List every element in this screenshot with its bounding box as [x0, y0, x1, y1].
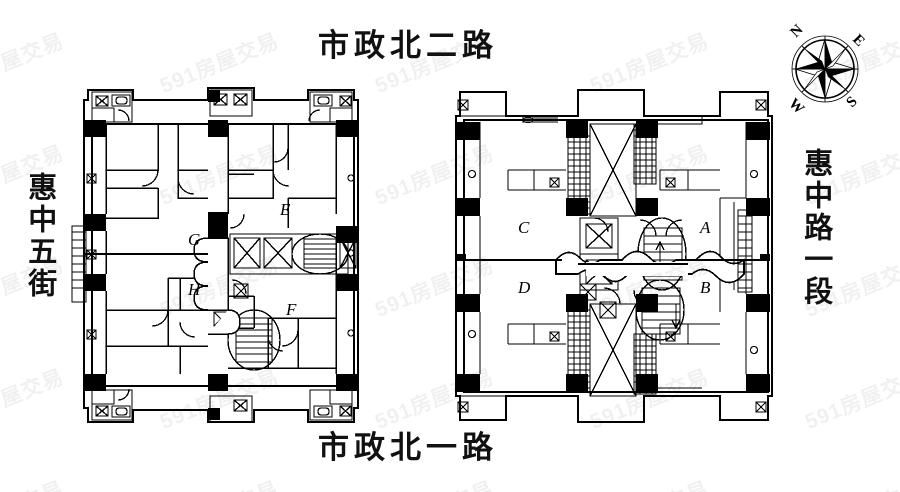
unit-label-B: B [700, 278, 711, 297]
road-label-right: 惠中路一段 [799, 148, 832, 308]
road-label-left: 惠中五街 [23, 172, 56, 300]
road-label-top: 市政北二路 [318, 28, 498, 63]
compass-rose: N E W S [772, 16, 878, 122]
east-tower-plan: C A D B [438, 78, 810, 434]
unit-label-F: F [286, 300, 297, 319]
unit-label-A: A [700, 218, 711, 237]
unit-label-D: D [518, 278, 531, 297]
unit-label-C: C [518, 218, 530, 237]
watermark-text: 591房屋交易 [0, 473, 68, 492]
unit-label-H: H [188, 280, 201, 299]
compass-east-label: E [849, 32, 867, 50]
unit-label-G: G [188, 230, 201, 249]
watermark-text: 591房屋交易 [370, 473, 498, 492]
unit-label-E: E [280, 200, 291, 219]
watermark-text: 591房屋交易 [585, 473, 713, 492]
watermark-text: 591房屋交易 [800, 473, 900, 492]
west-tower-plan: G E H F [58, 78, 388, 434]
compass-south-label: S [844, 94, 861, 111]
watermark-text: 591房屋交易 [155, 473, 283, 492]
watermark-text: 591房屋交易 [801, 365, 900, 434]
compass-west-label: W [785, 96, 807, 118]
road-label-bottom: 市政北一路 [318, 430, 498, 465]
compass-north-label: N [788, 22, 807, 41]
